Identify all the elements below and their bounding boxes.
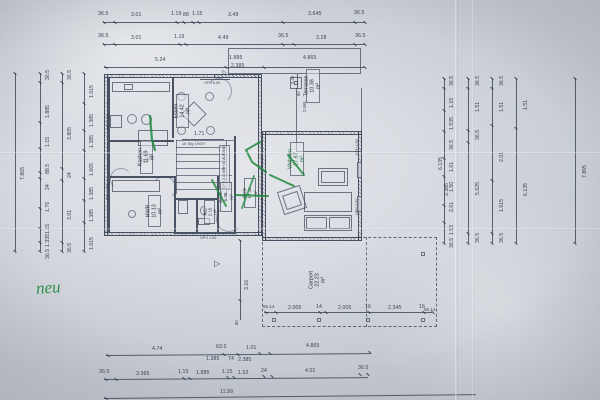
dim-b2-1: 3.365: [136, 371, 150, 377]
dim-t3-sub: 2.385: [231, 63, 245, 69]
dim-t1-0: 36.5: [98, 11, 109, 17]
opening-bottom-label: OFH 1.00: [200, 236, 217, 240]
dim-b1-sub-0: 1.385: [206, 356, 220, 362]
dim-t3-0: 5.24: [155, 57, 166, 63]
dim-b1-1: 63.5: [216, 344, 227, 350]
dim-t1-2: 1.19: [171, 11, 182, 17]
dim-b2-5: 1.53: [238, 370, 249, 376]
dim-t2-5: 3.28: [316, 35, 327, 41]
dim-bottom-total: 11.99: [220, 389, 234, 395]
entrance-arrow-top: ▷: [222, 70, 227, 76]
dim-b1-2: 1.01: [246, 345, 257, 351]
dim-t3-2: 4.865: [303, 55, 317, 61]
dim-b1-sub-1: 74: [228, 356, 234, 362]
dim-carport-5: 2.345: [388, 305, 402, 311]
dim-b1-sub-2: 2.385: [238, 357, 252, 363]
dim-t2-2: 1.19: [174, 34, 185, 40]
dim-t1-4: 1.15: [192, 11, 203, 17]
dim-t2-3: 4.49: [218, 35, 229, 41]
dim-b2-2: 1.15: [178, 369, 189, 375]
dim-b2-3: 1.885: [196, 370, 210, 376]
dim-b1-3: 4.865: [306, 343, 320, 349]
dim-carport-4: 16: [365, 304, 371, 310]
dim-t2-4: 36.5: [278, 33, 289, 39]
dim-t1-7: 36.5: [354, 10, 365, 16]
dim-t1-1: 3.01: [131, 12, 142, 18]
dim-b2-0: 36.5: [99, 369, 110, 375]
dim-t1-5: 3.49: [228, 12, 239, 18]
dim-carport-7: 56.14: [424, 307, 436, 312]
dim-carport-2: 14: [316, 304, 322, 310]
dim-carport-0: 56.14: [263, 304, 275, 309]
dim-t3-1: 1.885: [229, 55, 243, 61]
dim-carport-3: 2.005: [338, 305, 352, 311]
stair-steps-label: 18 Stg 19/29: [182, 142, 205, 146]
dim-b2-4: 1.15: [222, 369, 233, 375]
dim-b2-6: 24: [261, 368, 267, 374]
dim-b1-0: 4.74: [152, 346, 163, 352]
dim-b2-8: 36.5: [358, 365, 369, 371]
dim-t1-6: 3.645: [308, 11, 322, 17]
handwritten-note: neu: [35, 277, 62, 298]
dim-t2-6: 36.5: [355, 33, 366, 39]
dim-t1-3: 88: [183, 12, 189, 18]
dim-carport-6: 16: [419, 304, 425, 310]
dim-b2-7: 4.01: [305, 368, 316, 374]
dim-t2-1: 3.01: [131, 35, 142, 41]
stair-width-line: [182, 139, 224, 140]
stair-width-label: 1.71: [194, 131, 205, 137]
dim-t2-0: 36.5: [98, 33, 109, 39]
dim-carport-1: 2.005: [288, 305, 302, 311]
